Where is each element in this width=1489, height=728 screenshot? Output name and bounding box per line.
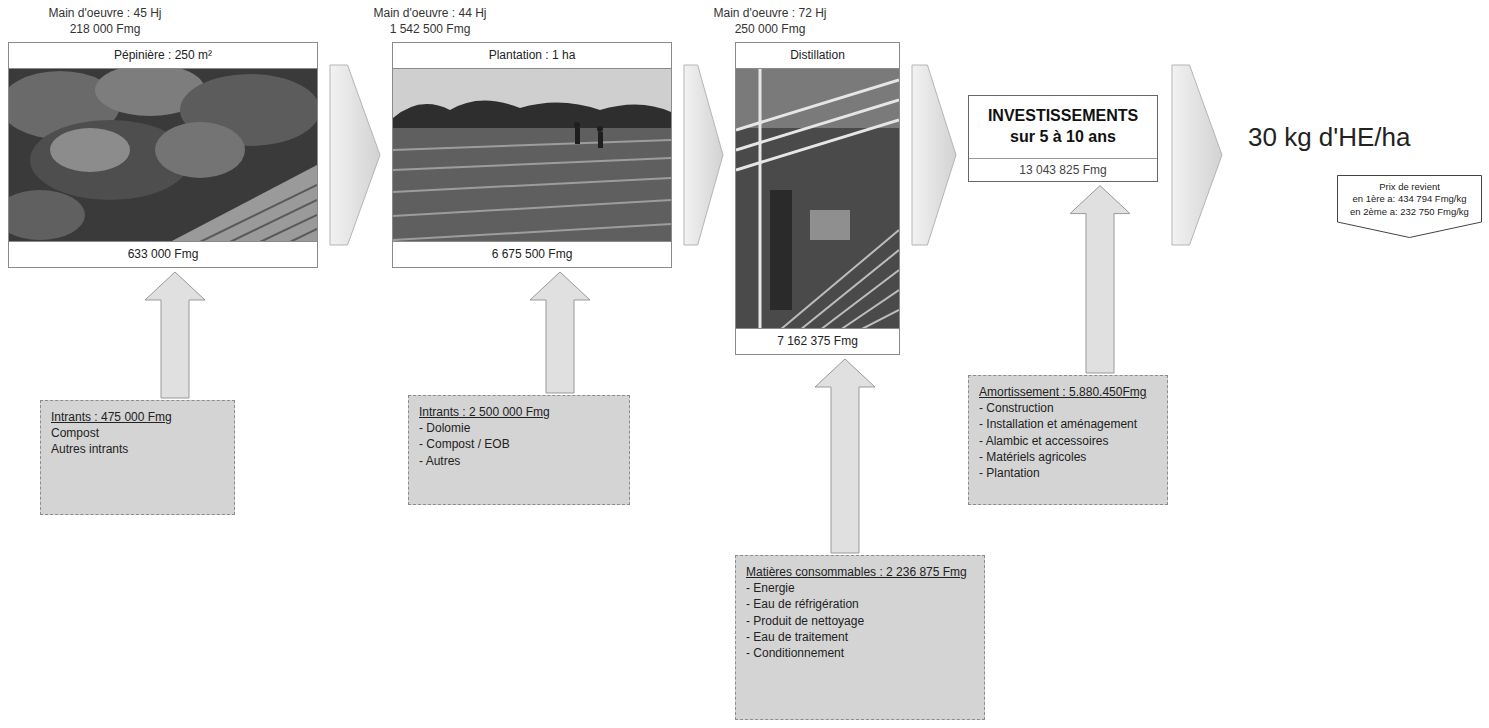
panel-title: Pépinière : 250 m² xyxy=(9,43,317,69)
cost-line: Prix de revient xyxy=(1343,181,1476,193)
input-callout: Intrants : 475 000 FmgCompostAutres intr… xyxy=(40,400,235,515)
callout-heading: Amortissement : 5.880.450Fmg xyxy=(979,384,1157,400)
list-item: - Alambic et accessoires xyxy=(979,433,1157,449)
input-arrow xyxy=(145,272,205,398)
input-callout: Intrants : 2 500 000 Fmg- Dolomie- Compo… xyxy=(408,395,630,505)
list-item: - Matériels agricoles xyxy=(979,449,1157,465)
list-item: - Construction xyxy=(979,400,1157,416)
callout-heading: Intrants : 2 500 000 Fmg xyxy=(419,404,619,420)
labour-note: 250 000 Fmg xyxy=(735,22,806,36)
labour-note: 1 542 500 Fmg xyxy=(390,22,471,36)
investment-title: INVESTISSEMENTS sur 5 à 10 ans xyxy=(969,96,1157,158)
panel-title: Distillation xyxy=(736,43,899,69)
input-callout: Amortissement : 5.880.450Fmg- Constructi… xyxy=(968,375,1168,505)
input-arrow xyxy=(815,359,875,553)
list-item: - Eau de traitement xyxy=(746,629,974,645)
input-arrow xyxy=(1070,186,1130,373)
input-callout: Matières consommables : 2 236 875 Fmg- E… xyxy=(735,555,985,720)
cost-line: en 2ème a: 232 750 Fmg/kg xyxy=(1343,206,1476,218)
flow-chevron xyxy=(1172,65,1222,245)
list-item: - Compost / EOB xyxy=(419,436,619,452)
list-item: - Conditionnement xyxy=(746,645,974,661)
list-item: Autres intrants xyxy=(51,441,224,457)
labour-note: Main d'oeuvre : 44 Hj xyxy=(373,6,486,20)
cost-total: 633 000 Fmg xyxy=(9,241,317,267)
input-arrow xyxy=(530,272,590,393)
flow-chevron xyxy=(684,65,723,245)
cost-total: 6 675 500 Fmg xyxy=(393,241,671,267)
yield-label: 30 kg d'HE/ha xyxy=(1248,122,1411,153)
cost-line: en 1ère a: 434 794 Fmg/kg xyxy=(1343,193,1476,205)
list-item: - Installation et aménagement xyxy=(979,416,1157,432)
plantation-photo xyxy=(393,68,671,242)
labour-note: Main d'oeuvre : 45 Hj xyxy=(48,6,161,20)
flow-chevron xyxy=(330,65,380,245)
list-item: - Energie xyxy=(746,580,974,596)
list-item: - Autres xyxy=(419,453,619,469)
investment-box: INVESTISSEMENTS sur 5 à 10 ans13 043 825… xyxy=(968,95,1158,182)
labour-note: 218 000 Fmg xyxy=(70,22,141,36)
list-item: - Dolomie xyxy=(419,420,619,436)
list-item: - Eau de réfrigération xyxy=(746,596,974,612)
callout-heading: Intrants : 475 000 Fmg xyxy=(51,409,224,425)
flow-chevron xyxy=(912,65,956,245)
cost-total: 13 043 825 Fmg xyxy=(969,158,1157,181)
photo-panel: Pépinière : 250 m² 633 000 Fmg xyxy=(8,42,318,268)
photo-panel: Plantation : 1 ha 6 675 500 Fmg xyxy=(392,42,672,268)
pentagon-shape xyxy=(1338,176,1482,238)
labour-note: Main d'oeuvre : 72 Hj xyxy=(713,6,826,20)
panel-title: Plantation : 1 ha xyxy=(393,43,671,69)
nursery-photo xyxy=(9,68,317,242)
list-item: Compost xyxy=(51,425,224,441)
callout-heading: Matières consommables : 2 236 875 Fmg xyxy=(746,564,974,580)
list-item: - Produit de nettoyage xyxy=(746,613,974,629)
list-item: - Plantation xyxy=(979,465,1157,481)
cost-total: 7 162 375 Fmg xyxy=(736,328,899,354)
distillation-photo xyxy=(736,68,899,330)
cost-pentagon: Prix de revienten 1ère a: 434 794 Fmg/kg… xyxy=(1337,175,1482,238)
photo-panel: Distillation 7 162 375 Fmg xyxy=(735,42,900,355)
